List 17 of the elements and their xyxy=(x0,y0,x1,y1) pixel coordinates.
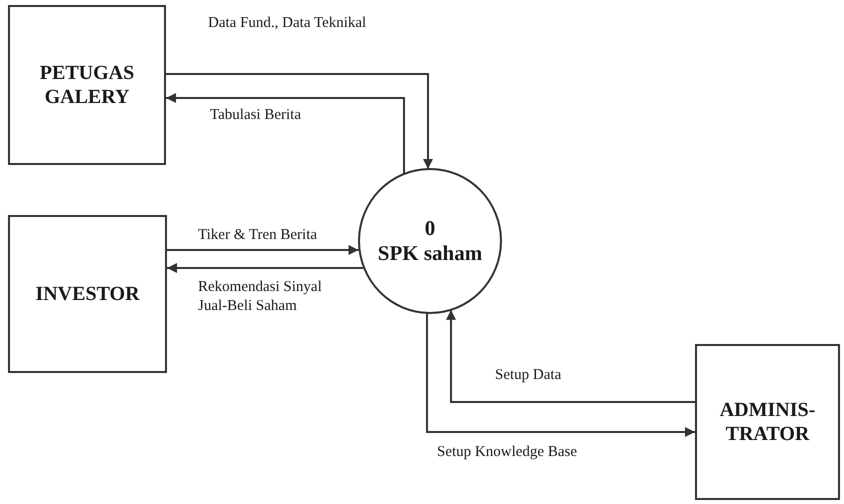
data-flow-arrow xyxy=(167,245,359,255)
data-flow-arrow xyxy=(166,73,433,170)
data-flow-arrow xyxy=(166,93,405,174)
entity-name: ADMINIS- TRATOR xyxy=(718,398,816,446)
edge-label: Setup Knowledge Base xyxy=(437,443,577,462)
entity-name: PETUGAS GALERY xyxy=(38,61,136,109)
data-flow-arrow xyxy=(167,263,364,273)
external-entity-box xyxy=(695,344,840,500)
edge-label: Setup Data xyxy=(495,366,562,385)
entity-name: INVESTOR xyxy=(34,282,141,306)
data-flow-arrow xyxy=(426,312,695,437)
process-name: SPK saham xyxy=(378,241,482,266)
external-entity-box xyxy=(8,215,167,373)
data-flow-arrow xyxy=(446,310,695,403)
external-entity-box xyxy=(8,5,166,165)
process-number: 0 xyxy=(424,216,436,241)
process-circle xyxy=(358,168,502,314)
